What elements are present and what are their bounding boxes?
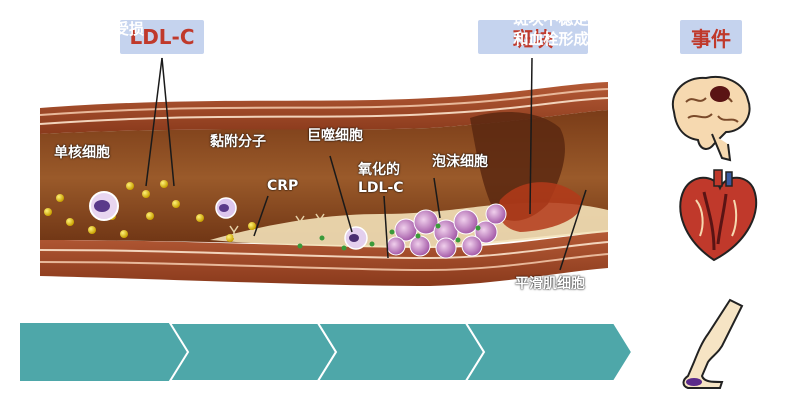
stage-1: 内皮功能受损 bbox=[20, 0, 178, 58]
foam-cell-label: 泡沫细胞 bbox=[432, 154, 488, 170]
stage-arrow-1 bbox=[20, 323, 188, 381]
event-header: 事件 bbox=[680, 20, 742, 54]
monocyte-label: 单核细胞 bbox=[54, 145, 110, 161]
pointer-lines bbox=[145, 57, 587, 271]
brain-event-icon bbox=[671, 76, 751, 162]
stage-1-line1: 内皮功能受损 bbox=[53, 20, 144, 38]
heart-event-icon bbox=[679, 169, 758, 262]
event-header-text: 事件 bbox=[691, 26, 731, 51]
stage-3: 斑块形成 bbox=[328, 0, 478, 58]
adhesion-molecule-label: 黏附分子 bbox=[210, 134, 266, 150]
ldl-c-header: LDL-C bbox=[120, 20, 204, 54]
stage-arrow-4 bbox=[464, 322, 634, 382]
stage-3-line1: 斑块形成 bbox=[372, 20, 433, 38]
stage-4-line1: 斑块不稳定 bbox=[513, 10, 589, 28]
plaque-header-text: 斑块 bbox=[513, 26, 553, 51]
stage-arrow-3 bbox=[316, 322, 486, 382]
ldl-c-header-text: LDL-C bbox=[129, 25, 195, 49]
stage-arrow-2 bbox=[168, 322, 338, 382]
stage-4-line2: 和血栓形成 bbox=[513, 30, 589, 48]
leg-event-icon bbox=[682, 298, 744, 389]
ldl-particles bbox=[44, 180, 256, 242]
stage-flow bbox=[20, 322, 634, 382]
smooth-muscle-label: 平滑肌细胞 bbox=[515, 276, 585, 292]
thrombus bbox=[498, 182, 582, 232]
crp-label: CRP bbox=[267, 178, 299, 194]
stage-2-line1: 炎症/氧化 bbox=[222, 20, 288, 38]
oxidized-ldl-label-line2: LDL-C bbox=[358, 180, 404, 196]
foam-cell-cluster bbox=[386, 203, 507, 259]
artery-wall-bottom bbox=[40, 232, 608, 286]
plaque-header: 斑块 bbox=[478, 20, 588, 54]
stage-4: 斑块不稳定 和血栓形成 bbox=[476, 0, 626, 58]
stage-2: 炎症/氧化 bbox=[180, 0, 330, 58]
oxidized-ldl-label-line1: 氧化的 bbox=[358, 162, 400, 178]
macrophage-label: 巨噬细胞 bbox=[307, 128, 363, 144]
